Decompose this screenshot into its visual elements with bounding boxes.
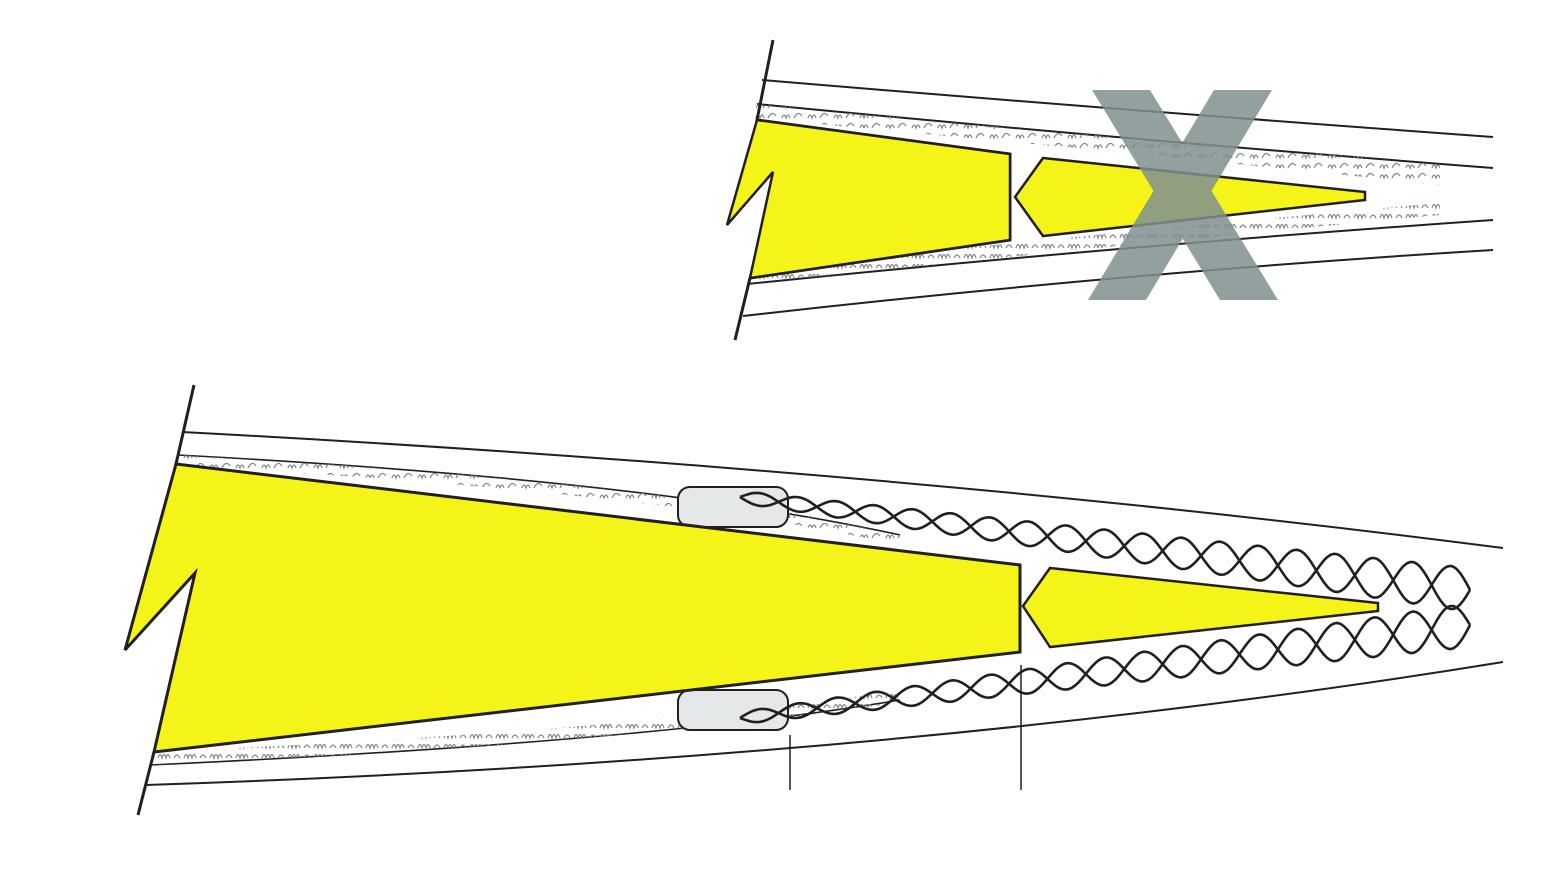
canal-outer-wall-bottom-2 bbox=[145, 661, 1504, 786]
collar-band-bottom bbox=[677, 689, 789, 731]
prosthesis-stem-line bbox=[136, 384, 196, 816]
incorrect-x-mark bbox=[1088, 90, 1278, 300]
suture-strands bbox=[739, 491, 1472, 724]
tissue-band-bottom-2 bbox=[150, 690, 900, 765]
suture-strand-upper-b bbox=[739, 491, 1472, 605]
collar-band-top bbox=[677, 486, 789, 528]
tissue-band-top bbox=[752, 104, 1440, 185]
panel-correct-fit bbox=[123, 384, 1504, 816]
suture-strand-upper-a bbox=[739, 495, 1472, 611]
prosthesis-body-fill bbox=[725, 118, 1012, 280]
canal-outer-wall-top-2 bbox=[181, 431, 1504, 549]
tissue-band-top-2 bbox=[176, 455, 900, 545]
prosthesis-tip-2 bbox=[1021, 566, 1380, 649]
suture-strand-lower-b bbox=[739, 604, 1472, 720]
suture-strand-lower-a bbox=[739, 610, 1472, 724]
tissue-band-bottom bbox=[747, 203, 1440, 284]
panel-incorrect-fit bbox=[725, 39, 1494, 341]
prosthesis-body-2 bbox=[123, 462, 1022, 754]
